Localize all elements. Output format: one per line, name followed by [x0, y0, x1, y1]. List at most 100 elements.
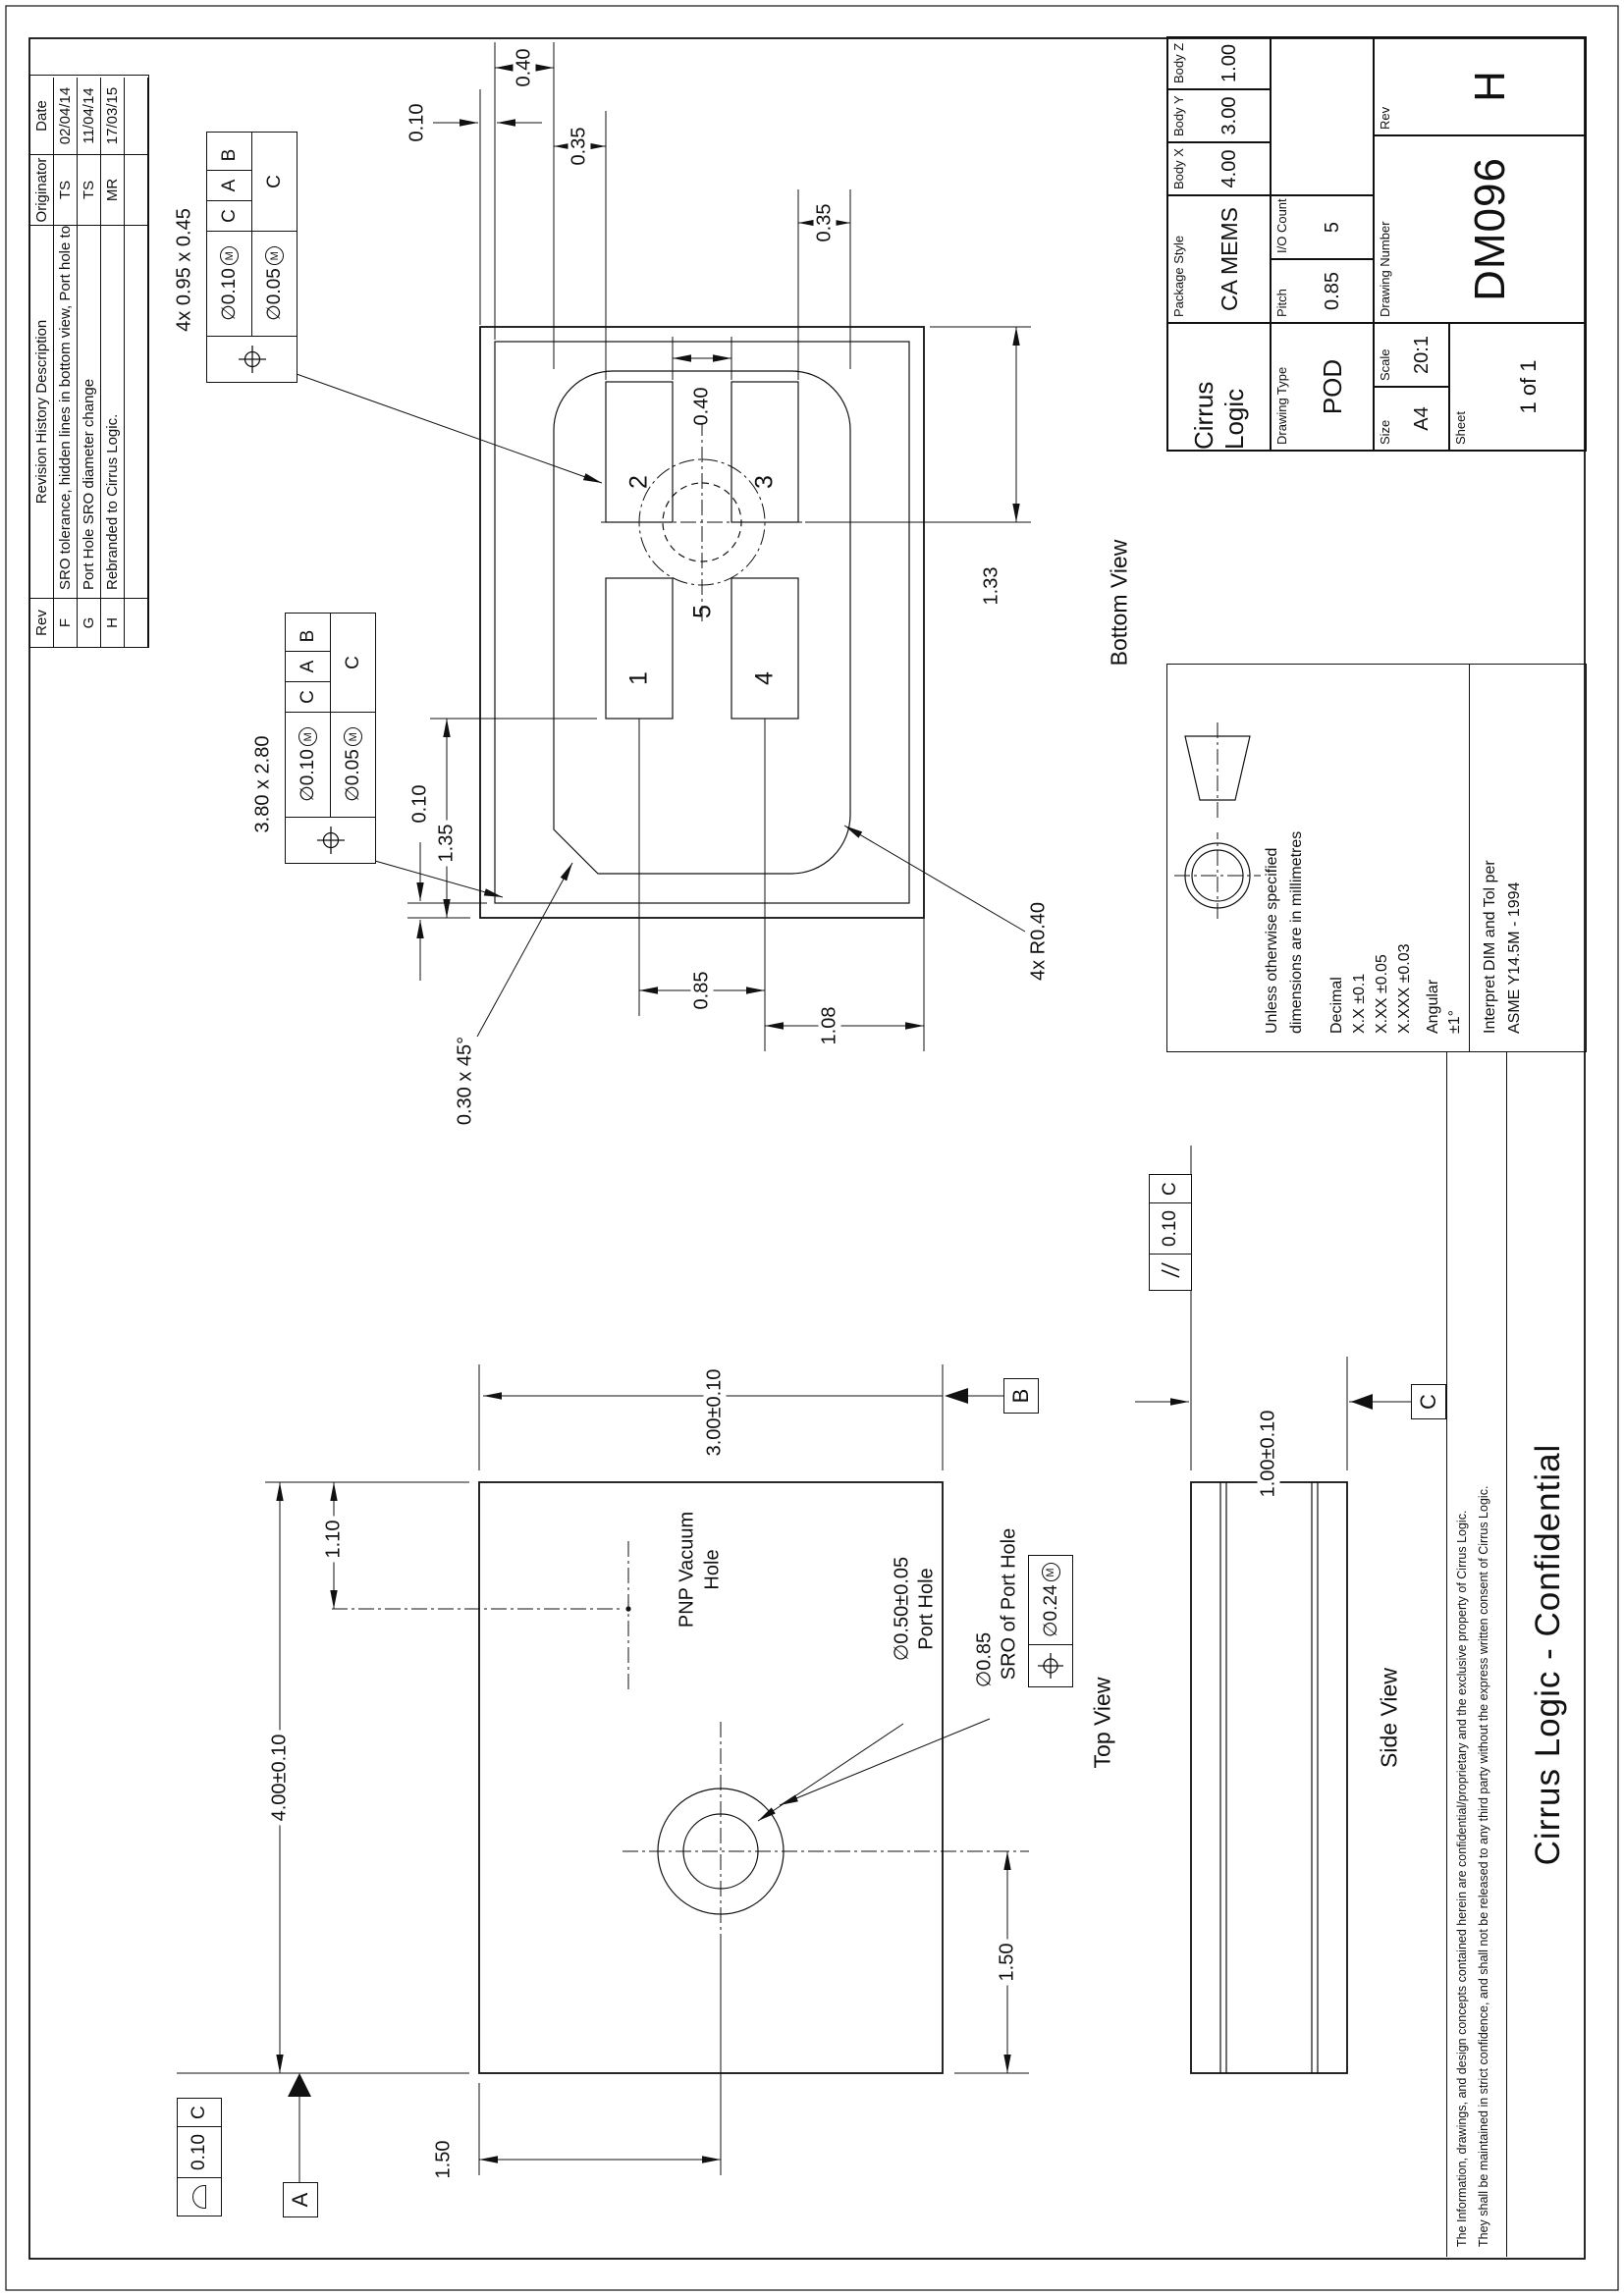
- company-cell: Cirrus Logic: [1167, 323, 1271, 451]
- body-x-label: Body X: [1171, 148, 1186, 189]
- pad-3: [731, 381, 799, 523]
- tol-value: ∅0.05: [264, 268, 285, 321]
- pad-5-number: 5: [688, 605, 717, 618]
- package-style-value: CA MEMS: [1217, 206, 1242, 312]
- rev-row-desc: [125, 225, 148, 598]
- confidential-title: Cirrus Logic - Confidential: [1529, 1443, 1567, 1866]
- pad-1-number: 1: [624, 671, 653, 685]
- rev-row-date: 11/04/14: [78, 78, 101, 154]
- rev-header: Rev: [30, 598, 54, 647]
- revision-table: Rev Revision History Description Origina…: [29, 75, 149, 648]
- dim-gap-35b: 0.35: [813, 199, 837, 246]
- top-view-outline: [478, 1481, 944, 2074]
- sheet-cell: Sheet 1 of 1: [1449, 323, 1586, 451]
- bottom-view-inner-edge: [494, 341, 910, 904]
- rev-row-date: [125, 78, 148, 154]
- tol-value: ∅0.10: [219, 268, 240, 321]
- decimal-tol-1: X.X ±0.1: [1351, 973, 1368, 1034]
- side-view-label: Side View: [1376, 1668, 1402, 1768]
- date-header: Date: [30, 78, 54, 154]
- drawing-type-label: Drawing Type: [1274, 366, 1289, 445]
- units-note-2: dimensions are in millimetres: [1288, 830, 1305, 1034]
- profile-datum-ref: C: [178, 2099, 221, 2128]
- body-x-value: 4.00: [1218, 149, 1240, 188]
- mmc-modifier-icon: M: [1041, 1563, 1060, 1582]
- dim-gap-40b: 0.40: [690, 387, 713, 426]
- cavity-pos-ref-c: C: [286, 682, 330, 713]
- dim-edge-gap-b: 0.10: [406, 103, 428, 142]
- title-block: Cirrus Logic Package Style CA MEMS Body …: [1166, 36, 1587, 452]
- package-style-label: Package Style: [1171, 235, 1186, 317]
- sheet-value: 1 of 1: [1515, 359, 1541, 414]
- cavity-pos-ref-b: B: [286, 621, 330, 652]
- pitch-value: 0.85: [1322, 272, 1343, 310]
- scale-label: Scale: [1378, 348, 1392, 381]
- rev-row-value: G: [78, 598, 101, 647]
- dim-thickness: 1.00±0.10: [1257, 1406, 1280, 1502]
- interpret-note-1: Interpret DIM and Tol per: [1482, 860, 1498, 1034]
- rev-row-date: 17/03/15: [101, 78, 125, 154]
- desc-header: Revision History Description: [30, 225, 54, 598]
- dim-pad-row: 1.08: [818, 1002, 841, 1049]
- pad-pos-ref-b: B: [207, 140, 251, 171]
- side-view-outline: [1190, 1481, 1348, 2074]
- rev-row-desc: SRO tolerance, hidden lines in bottom vi…: [54, 225, 78, 598]
- dim-port-hole-x: 1.50: [996, 1939, 1019, 1986]
- pad-2: [605, 381, 674, 523]
- top-view-label: Top View: [1089, 1677, 1115, 1769]
- mmc-modifier-icon: M: [344, 727, 362, 747]
- body-y-value: 3.00: [1218, 96, 1240, 135]
- profile-symbol-icon: [178, 2178, 221, 2216]
- io-count-label: I/O Count: [1274, 198, 1289, 253]
- rev-row-orig: MR: [101, 154, 125, 225]
- mmc-modifier-icon: M: [220, 246, 239, 266]
- io-count-cell: I/O Count 5: [1271, 195, 1374, 259]
- body-z-label: Body Z: [1171, 42, 1186, 83]
- rev-label: Rev: [1378, 106, 1392, 130]
- corner-radius-note: 4x R0.40: [1027, 901, 1050, 982]
- tolerance-block: Unless otherwise specified dimensions ar…: [1166, 664, 1587, 1052]
- body-z-cell: Body Z 1.00: [1167, 37, 1271, 89]
- sro-tolerance-value: ∅0.24: [1040, 1584, 1061, 1637]
- body-x-cell: Body X 4.00: [1167, 142, 1271, 195]
- dim-pnp-offset: 1.10: [322, 1516, 346, 1563]
- dim-body-width: 4.00±0.10: [268, 1730, 292, 1826]
- sro-position-tolerance: ∅0.24 M: [1029, 1556, 1072, 1645]
- angular-title: Angular: [1425, 979, 1441, 1034]
- sro-diameter-label: ∅0.85: [973, 1631, 996, 1688]
- size-label: Size: [1378, 419, 1392, 445]
- dim-pitch: 0.85: [690, 967, 714, 1014]
- units-note-1: Unless otherwise specified: [1264, 847, 1280, 1034]
- dim-edge-gap-a: 0.10: [408, 784, 431, 824]
- datum-b-letter: B: [1008, 1388, 1033, 1404]
- bottom-view-outline: [479, 326, 925, 919]
- company-name: Cirrus Logic: [1188, 381, 1249, 450]
- sheet-border: [5, 5, 1619, 2291]
- rev-row-orig: TS: [78, 154, 101, 225]
- dim-pad-offset-right: 1.33: [980, 566, 1002, 606]
- rev-row-value: F: [54, 598, 78, 647]
- pnp-vacuum-hole-label-2: Hole: [701, 1549, 724, 1590]
- io-count-value: 5: [1322, 221, 1343, 234]
- cavity-pos-ref-c2: C: [331, 614, 375, 713]
- pad-4: [731, 577, 799, 720]
- drawing-type-cell: Drawing Type POD: [1271, 323, 1374, 451]
- projection-cone-icon: [1184, 735, 1251, 801]
- profile-fcf: 0.10 C: [177, 2098, 222, 2216]
- body-y-cell: Body Y 3.00: [1167, 89, 1271, 142]
- parallelism-fcf: 0.10 C: [1149, 1174, 1192, 1291]
- confidential-line-2: They shall be maintained in strict confi…: [1477, 1485, 1490, 2247]
- tol-value: ∅0.05: [343, 749, 363, 802]
- rev-row-date: 02/04/14: [54, 78, 78, 154]
- dim-body-height: 3.00±0.10: [703, 1364, 727, 1461]
- cavity-outline: [553, 370, 851, 875]
- pitch-cell: Pitch 0.85: [1271, 259, 1374, 323]
- pad-3-number: 3: [750, 475, 779, 489]
- size-value: A4: [1411, 406, 1433, 431]
- drawing-number-cell: Drawing Number DM096: [1374, 135, 1586, 323]
- pad-pos-ref-a: A: [207, 171, 251, 201]
